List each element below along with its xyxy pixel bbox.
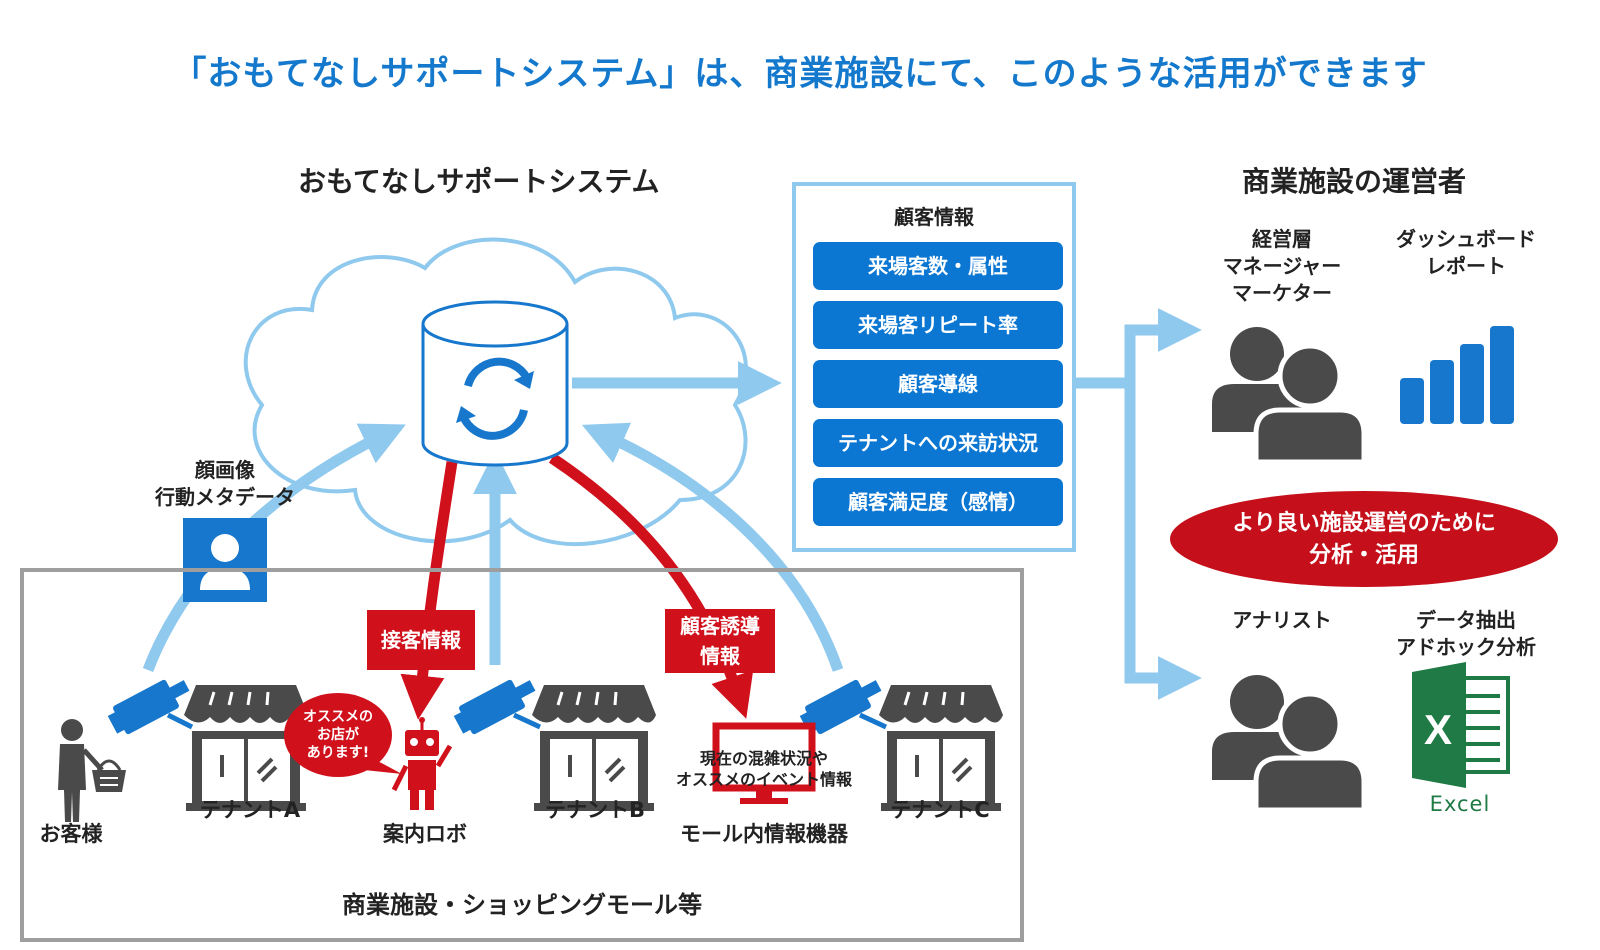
facility-title: 商業施設・ショッピングモール等 <box>342 891 702 919</box>
extraction-label: データ抽出 アドホック分析 <box>1376 607 1556 661</box>
display-text: 現在の混雑状況や オススメのイベント情報 <box>662 748 866 790</box>
excel-icon: X <box>1412 662 1510 788</box>
guidance-info-line1: 顧客誘導 <box>680 614 760 638</box>
info-item-repeat-rate: 来場客リピート率 <box>813 301 1063 349</box>
robot-bubble-text: オススメの お店が あります! <box>290 708 386 762</box>
excel-label: Excel <box>1429 792 1491 816</box>
operator-title: 商業施設の運営者 <box>1242 165 1467 198</box>
customer-info-panel <box>792 182 1076 552</box>
tenant-c-label: テナントC <box>890 798 990 822</box>
management-line3: マーケター <box>1232 281 1332 305</box>
info-item-flow: 顧客導線 <box>813 360 1063 408</box>
management-line2: マネージャー <box>1222 254 1342 278</box>
customer-label: お客様 <box>39 822 103 846</box>
robot-icon <box>391 717 453 810</box>
robot-bubble-shape <box>284 693 392 777</box>
management-line1: 経営層 <box>1252 227 1312 251</box>
info-item-tenant-visits: テナントへの来訪状況 <box>813 419 1063 467</box>
guidance-info-tag: 顧客誘導 情報 <box>665 609 775 673</box>
banner-line2: 分析・活用 <box>1308 543 1419 568</box>
service-info-tag: 接客情報 <box>367 610 475 670</box>
robot-bubble-line2: お店が <box>317 727 359 743</box>
shopper-icon <box>58 719 126 822</box>
svg-text:X: X <box>1424 706 1452 753</box>
system-title: おもてなしサポートシステム <box>298 165 660 198</box>
camera-icon-a <box>104 671 195 739</box>
user-avatar-icon <box>183 518 267 602</box>
customer-info-title: 顧客情報 <box>894 205 974 229</box>
tenant-b-label: テナントB <box>544 798 645 822</box>
robot-bubble-line3: あります! <box>306 745 370 761</box>
tenant-a-label: テナントA <box>199 798 301 822</box>
database-sync-icon <box>421 300 569 467</box>
people-icon-management <box>1212 327 1364 462</box>
people-icon-analyst <box>1212 675 1364 810</box>
robot-label: 案内ロボ <box>383 822 467 846</box>
face-data-label-line1: 顔画像 <box>195 458 255 482</box>
display-text-line1: 現在の混雑状況や <box>699 749 828 768</box>
banner-line1: より良い施設運営のために <box>1232 511 1496 536</box>
bar-chart-icon <box>1400 326 1514 424</box>
robot-bubble-line1: オススメの <box>303 709 373 725</box>
monitor-icon <box>712 722 816 804</box>
banner-text: より良い施設運営のために 分析・活用 <box>1170 508 1558 572</box>
banner-ellipse <box>1170 491 1558 587</box>
extraction-line1: データ抽出 <box>1416 608 1516 632</box>
info-item-satisfaction: 顧客満足度（感情） <box>813 478 1063 526</box>
facility-frame <box>20 568 1024 942</box>
store-icon-c <box>877 683 1005 813</box>
face-data-label: 顔画像 行動メタデータ <box>135 457 315 511</box>
management-label: 経営層 マネージャー マーケター <box>1192 226 1372 307</box>
store-icon-b <box>530 683 658 813</box>
extraction-line2: アドホック分析 <box>1396 635 1536 659</box>
analyst-label: アナリスト <box>1232 608 1332 632</box>
headline: 「おもてなしサポートシステム」は、商業施設にて、このような活用ができます <box>172 54 1428 94</box>
dashboard-line2: レポート <box>1426 254 1506 278</box>
info-item-visitors: 来場客数・属性 <box>813 242 1063 290</box>
face-data-label-line2: 行動メタデータ <box>155 485 295 509</box>
dashboard-line1: ダッシュボード <box>1396 227 1536 251</box>
display-text-line2: オススメのイベント情報 <box>675 770 852 789</box>
guidance-info-line2: 情報 <box>700 644 740 668</box>
mall-device-label: モール内情報機器 <box>680 822 848 846</box>
camera-icon-b <box>450 671 541 739</box>
dashboard-label: ダッシュボード レポート <box>1376 226 1556 280</box>
